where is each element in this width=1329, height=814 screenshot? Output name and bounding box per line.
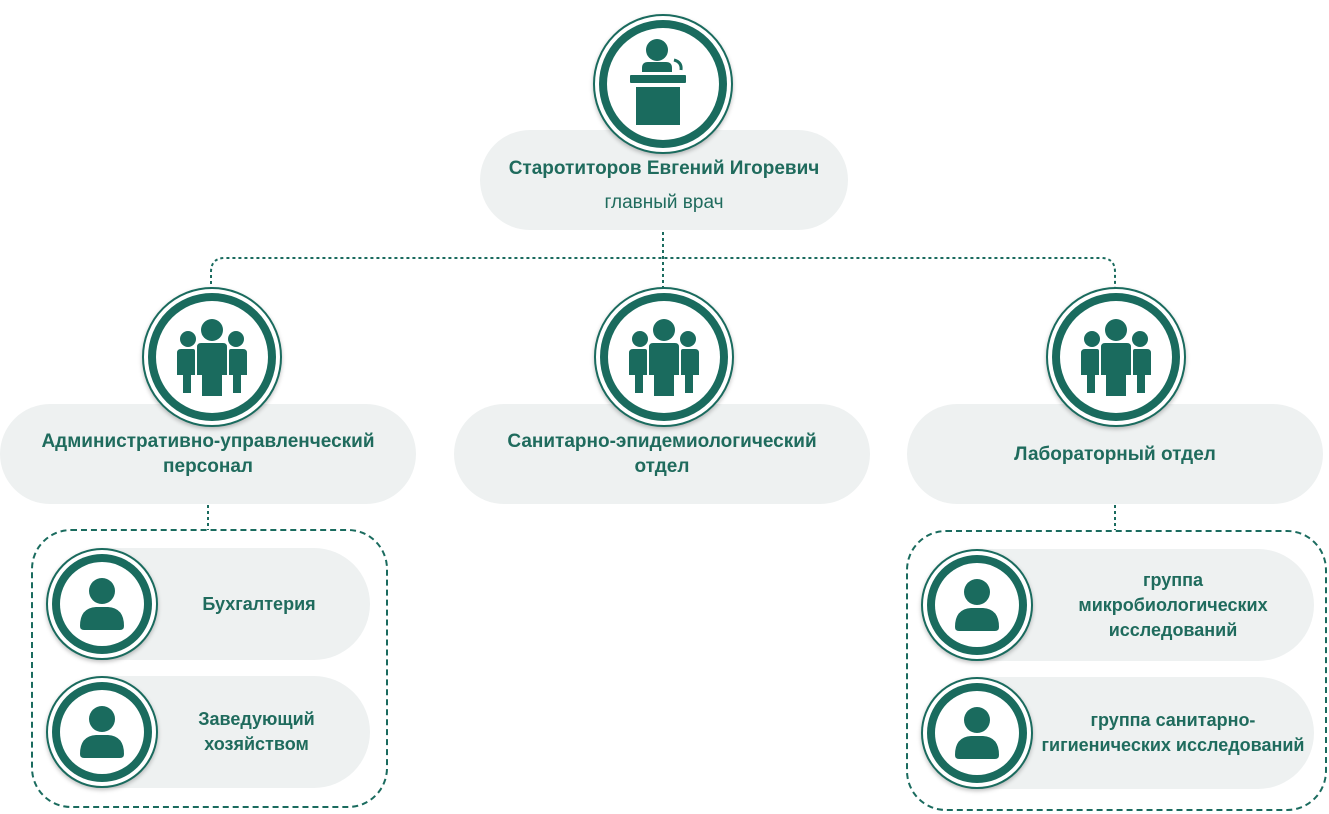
admin-units-frame — [31, 529, 388, 808]
unit-label: группа санитарно-гигиенических исследова… — [1041, 710, 1305, 755]
root-avatar — [593, 14, 733, 154]
person-icon — [80, 706, 124, 758]
group-icon — [177, 319, 247, 396]
department-avatar-admin — [142, 287, 282, 427]
person-icon — [955, 579, 999, 631]
person-icon — [955, 707, 999, 759]
person-icon — [80, 578, 124, 630]
root-role: главный врач — [604, 191, 724, 213]
department-avatar-lab — [1046, 287, 1186, 427]
group-icon — [629, 319, 699, 396]
department-label: Административно-управленческий персонал — [41, 431, 375, 477]
department-label: Санитарно-эпидемиологический отдел — [507, 431, 817, 477]
unit-avatar — [46, 548, 158, 660]
unit-label: Заведующий хозяйством — [198, 709, 315, 754]
unit-avatar — [46, 676, 158, 788]
unit-avatar — [921, 677, 1033, 789]
department-label: Лабораторный отдел — [1014, 443, 1216, 465]
department-avatar-sanitary — [594, 287, 734, 427]
unit-avatar — [921, 549, 1033, 661]
lab-units-frame — [906, 530, 1327, 811]
podium-speaker-icon — [630, 39, 686, 125]
group-icon — [1081, 319, 1151, 396]
unit-label: группа микробиологических исследований — [1078, 569, 1268, 640]
unit-label: Бухгалтерия — [202, 593, 316, 614]
root-name: Старотиторов Евгений Игоревич — [508, 157, 820, 179]
